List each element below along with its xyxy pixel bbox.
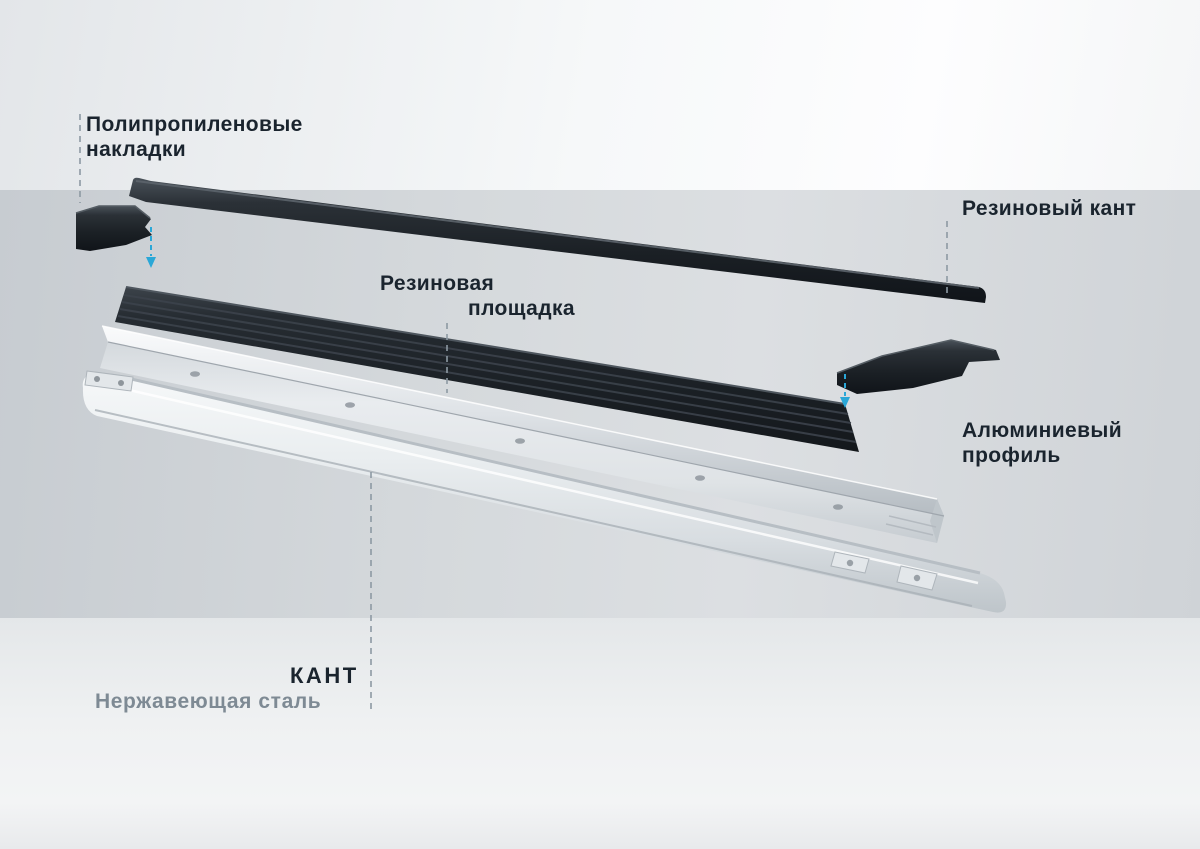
label-kant-subtitle: Нержавеющая сталь bbox=[95, 690, 322, 713]
label-rubber-platform-line2: площадка bbox=[468, 297, 575, 320]
label-rubber-platform-line1: Резиновая bbox=[380, 272, 495, 295]
label-aluminum-profile: Алюминиевый профиль bbox=[962, 418, 1122, 468]
assembly-arrows bbox=[146, 227, 850, 408]
label-polypropylene-line1: Полипропиленовые bbox=[86, 113, 303, 136]
label-rubber-platform: Резиновая площадка bbox=[380, 271, 575, 321]
background-band-bottom bbox=[0, 618, 1200, 849]
label-aluminum-line2: профиль bbox=[962, 444, 1061, 467]
assembly-arrowhead-right-icon bbox=[840, 397, 850, 408]
rubber-edge-strip-part bbox=[129, 177, 986, 303]
label-rubber-edge: Резиновый кант bbox=[962, 196, 1136, 221]
leader-lines bbox=[79, 114, 948, 710]
aluminum-profile-part bbox=[100, 325, 945, 543]
rubber-platform-part bbox=[115, 286, 859, 452]
label-aluminum-line1: Алюминиевый bbox=[962, 419, 1123, 442]
stainless-steel-kant-part bbox=[82, 370, 1007, 613]
label-polypropylene-pads: Полипропиленовые накладки bbox=[86, 112, 303, 162]
label-kant-title: КАНТ bbox=[290, 663, 359, 688]
label-rubber-edge-text: Резиновый кант bbox=[962, 197, 1137, 220]
polypropylene-cap-right-part bbox=[836, 339, 1000, 394]
assembly-arrowhead-left-icon bbox=[146, 257, 156, 268]
label-polypropylene-line2: накладки bbox=[86, 138, 187, 161]
polypropylene-cap-left-part bbox=[75, 205, 152, 251]
